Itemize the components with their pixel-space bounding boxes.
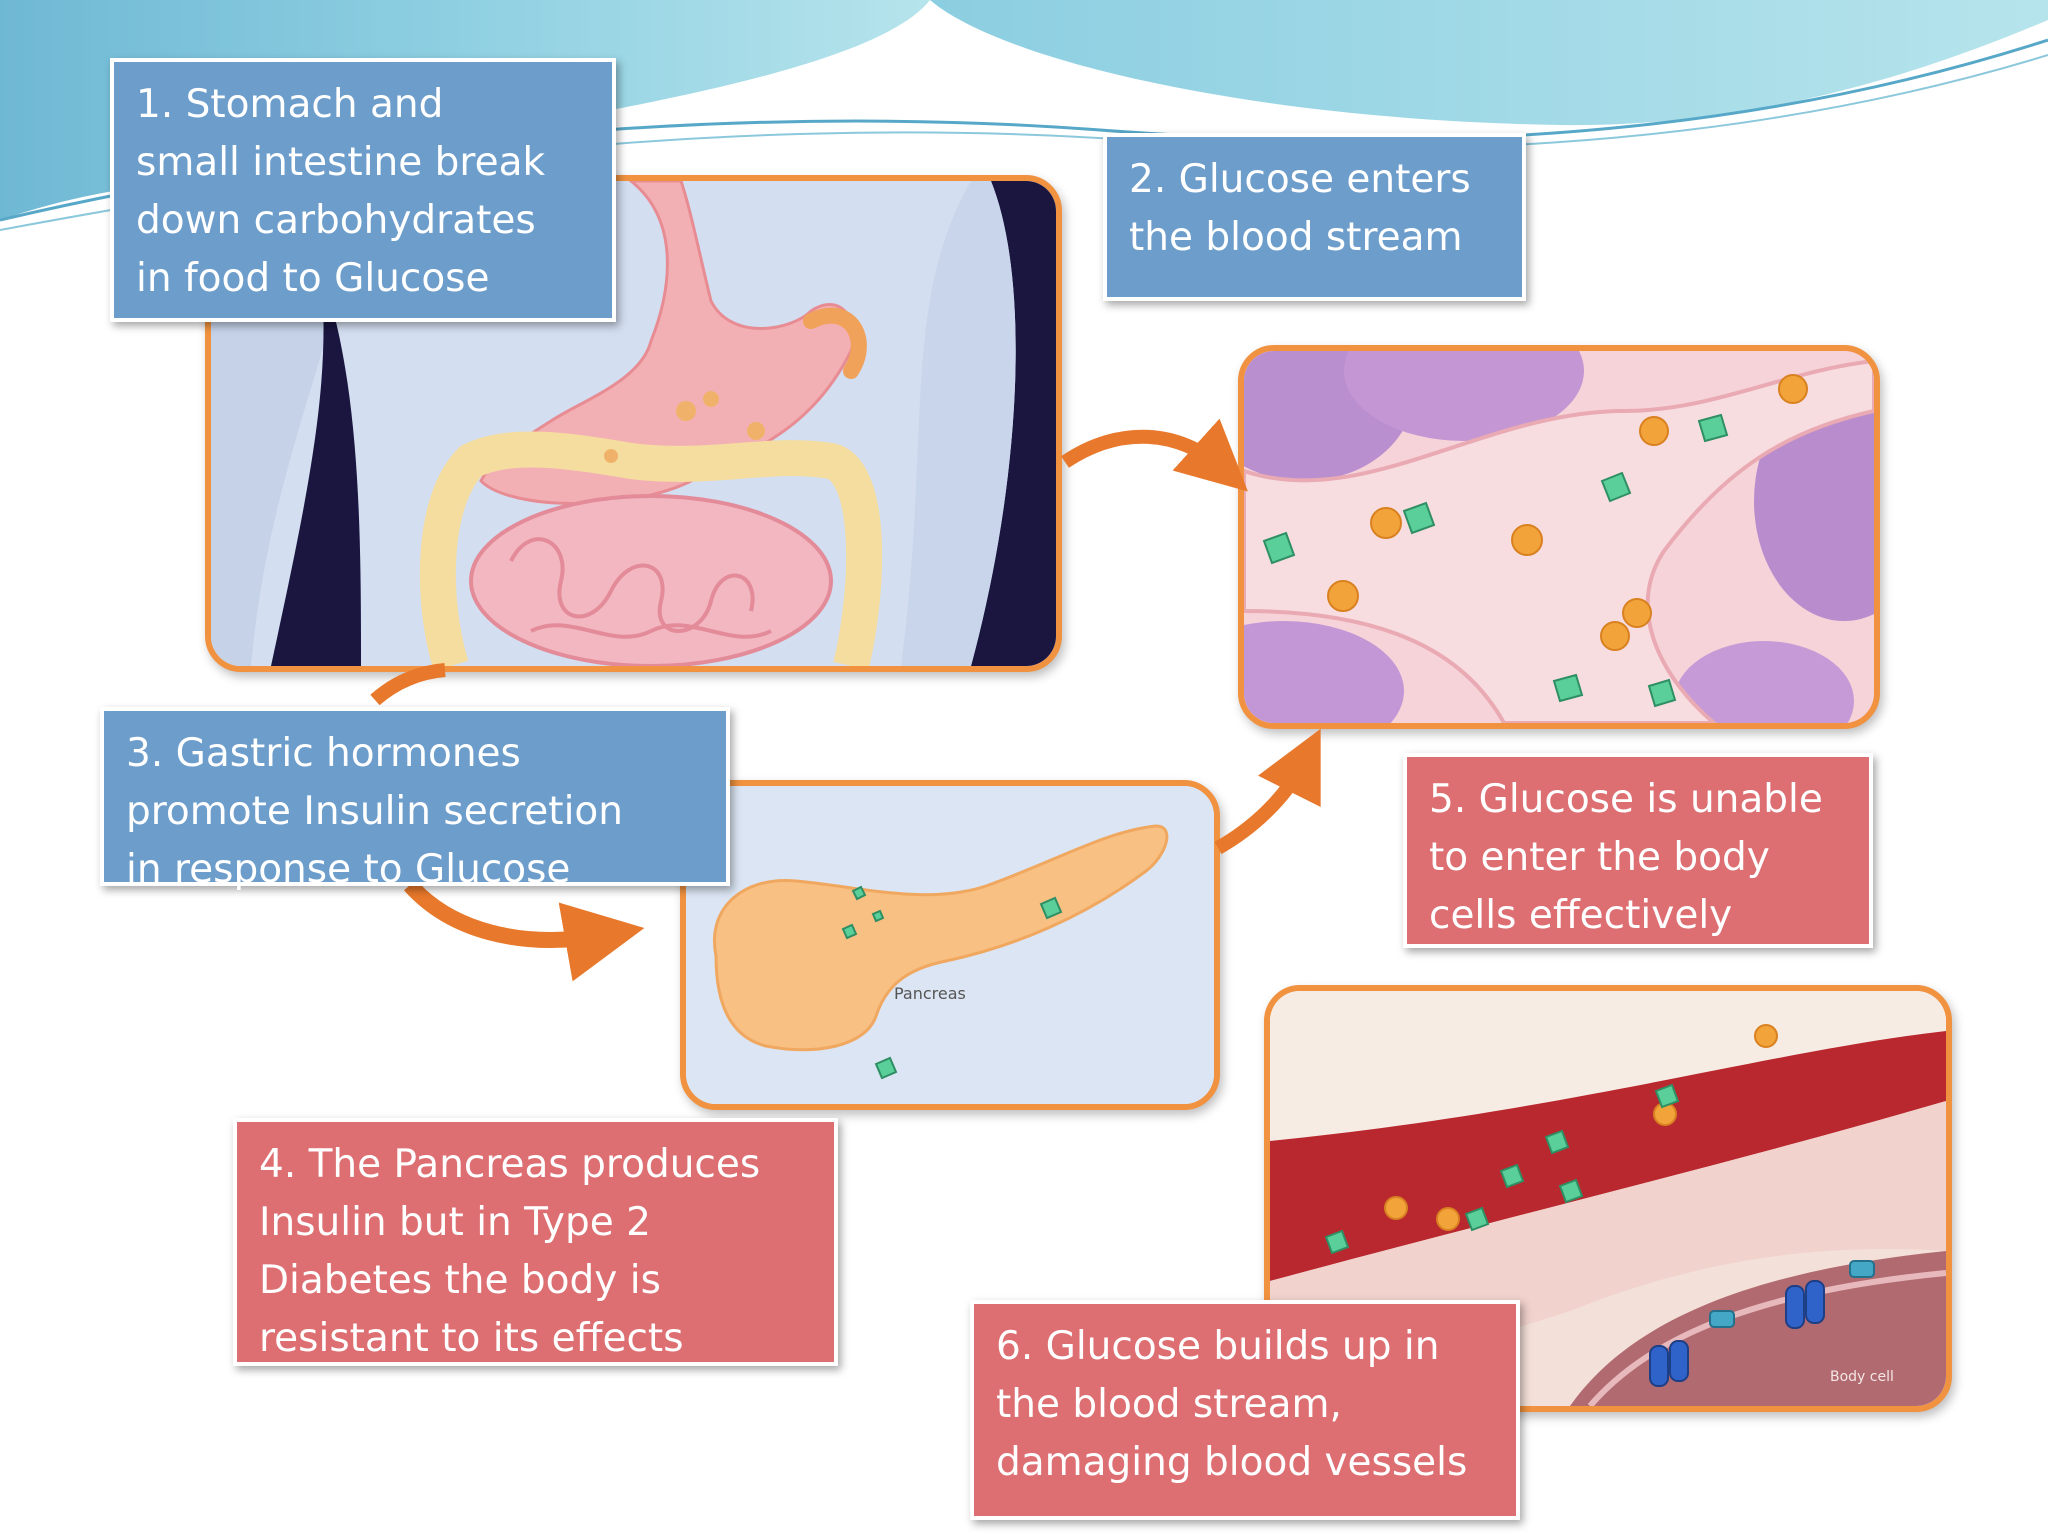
body-cell-label: Body cell	[1830, 1369, 1894, 1385]
arrow-1-to-2	[1061, 418, 1248, 492]
caption-step-6: 6. Glucose builds up in the blood stream…	[970, 1300, 1520, 1520]
blood-vessel-illustration	[1238, 345, 1880, 729]
pancreas-label: Pancreas	[894, 984, 966, 1003]
digestive-system-illustration	[205, 175, 1062, 672]
caption-step-5: 5. Glucose is unable to enter the body c…	[1403, 753, 1873, 948]
pancreas-illustration: Pancreas	[680, 780, 1220, 1110]
arrow-3-to-pancreas	[404, 879, 645, 982]
arrow-pancreas-to-5	[1214, 728, 1321, 855]
caption-step-3: 3. Gastric hormones promote Insulin secr…	[100, 707, 730, 892]
caption-step-1: 1. Stomach and small intestine break dow…	[110, 58, 616, 322]
caption-step-4: 4. The Pancreas produces Insulin but in …	[233, 1118, 838, 1366]
caption-step-2: 2. Glucose enters the blood stream	[1103, 133, 1526, 301]
arrow-1-to-3	[370, 663, 446, 706]
